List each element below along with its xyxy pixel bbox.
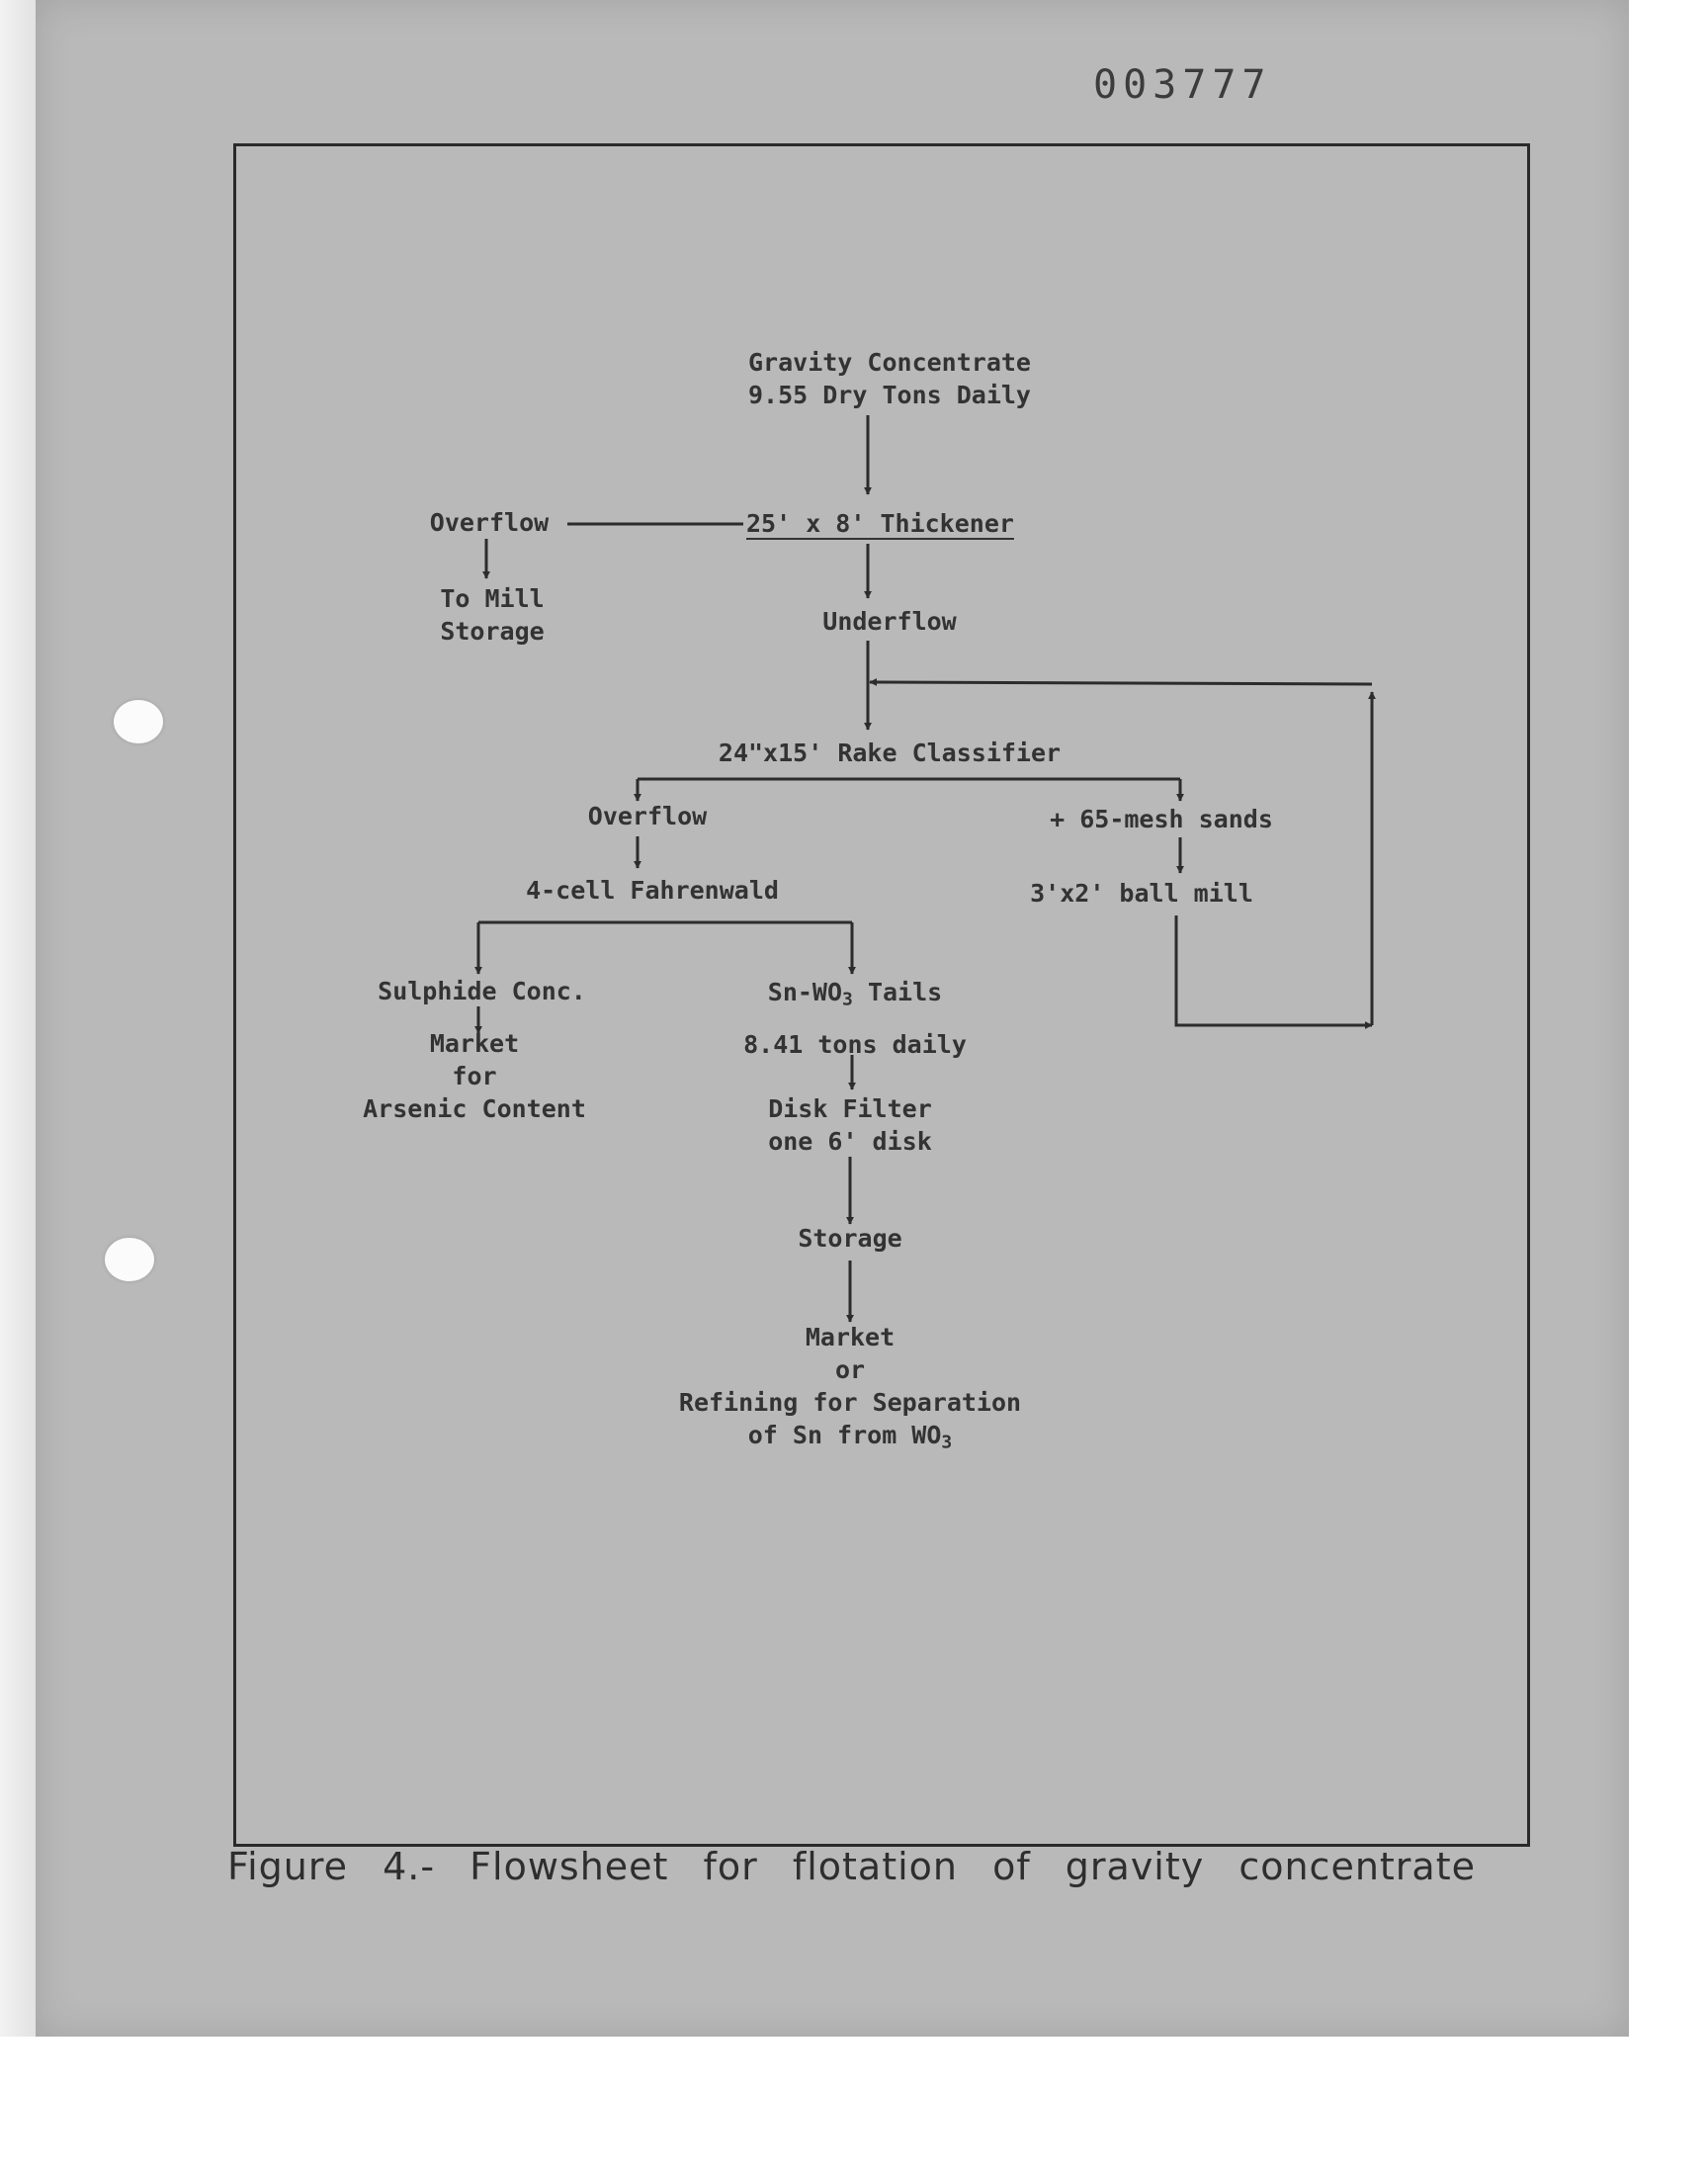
final-line4: of Sn from WO3 (633, 1419, 1068, 1459)
arrow-loop-return (869, 678, 1373, 687)
document-number: 003777 (1093, 62, 1272, 108)
final-line4-subscript: 3 (941, 1432, 953, 1453)
node-sulphide-conc: Sulphide Conc. (378, 977, 586, 1005)
feed-line1: Gravity Concentrate (748, 348, 1031, 377)
final-line4-prefix: of Sn from WO (747, 1421, 942, 1449)
node-classifier-overflow: Overflow (587, 802, 708, 830)
figure-frame (233, 143, 1530, 1847)
to-mill-line2: Storage (440, 617, 545, 646)
punch-hole-top (114, 700, 163, 743)
node-market-arsenic: Market for Arsenic Content (336, 1027, 613, 1125)
node-gravity-concentrate: Gravity Concentrate 9.55 Dry Tons Daily (692, 346, 1087, 411)
page-margin (0, 2037, 1708, 2175)
punch-hole-bottom (105, 1238, 154, 1281)
scanned-page (36, 0, 1629, 2037)
tails-rate: 8.41 tons daily (743, 1029, 967, 1059)
feed-line2: 9.55 Dry Tons Daily (748, 381, 1031, 409)
tails-name-prefix: Sn-WO (767, 978, 843, 1006)
node-storage: Storage (798, 1224, 902, 1253)
tails-name: Sn-WO3 Tails (712, 976, 998, 1016)
node-thickener: 25' x 8' Thickener (746, 507, 1053, 540)
to-mill-line1: To Mill (440, 584, 545, 613)
figure-caption: Figure 4.- Flowsheet for flotation of gr… (227, 1845, 1476, 1888)
tails-name-subscript: 3 (842, 989, 853, 1010)
node-disk-filter: Disk Filter one 6' disk (731, 1092, 969, 1158)
node-fahrenwald: 4-cell Fahrenwald (526, 876, 779, 905)
final-line3: Refining for Separation (678, 1388, 1022, 1417)
node-sn-wo3-tails: Sn-WO3 Tails 8.41 tons daily (712, 976, 998, 1061)
node-market-or-refining: Market or Refining for Separation of Sn … (633, 1321, 1068, 1459)
node-to-mill-storage: To Mill Storage (413, 582, 571, 648)
market-arsenic-line2: for (452, 1062, 497, 1090)
disk-filter-line2: one 6' disk (768, 1127, 932, 1156)
node-ball-mill: 3'x2' ball mill (1030, 879, 1253, 908)
market-arsenic-line3: Arsenic Content (363, 1094, 586, 1123)
thickener-label: 25' x 8' Thickener (746, 509, 1014, 538)
node-underflow: Underflow (822, 607, 957, 636)
final-line1: Market (805, 1323, 896, 1351)
node-thickener-overflow: Overflow (429, 508, 550, 537)
node-rake-classifier: 24"x15' Rake Classifier (718, 739, 1062, 767)
market-arsenic-line1: Market (429, 1029, 520, 1058)
disk-filter-line1: Disk Filter (768, 1094, 932, 1123)
node-mesh-sands: + 65-mesh sands (1050, 805, 1273, 833)
line-ballmill-loop-out (1174, 915, 1373, 1029)
final-line2: or (834, 1355, 866, 1384)
tails-name-suffix: Tails (852, 978, 943, 1006)
